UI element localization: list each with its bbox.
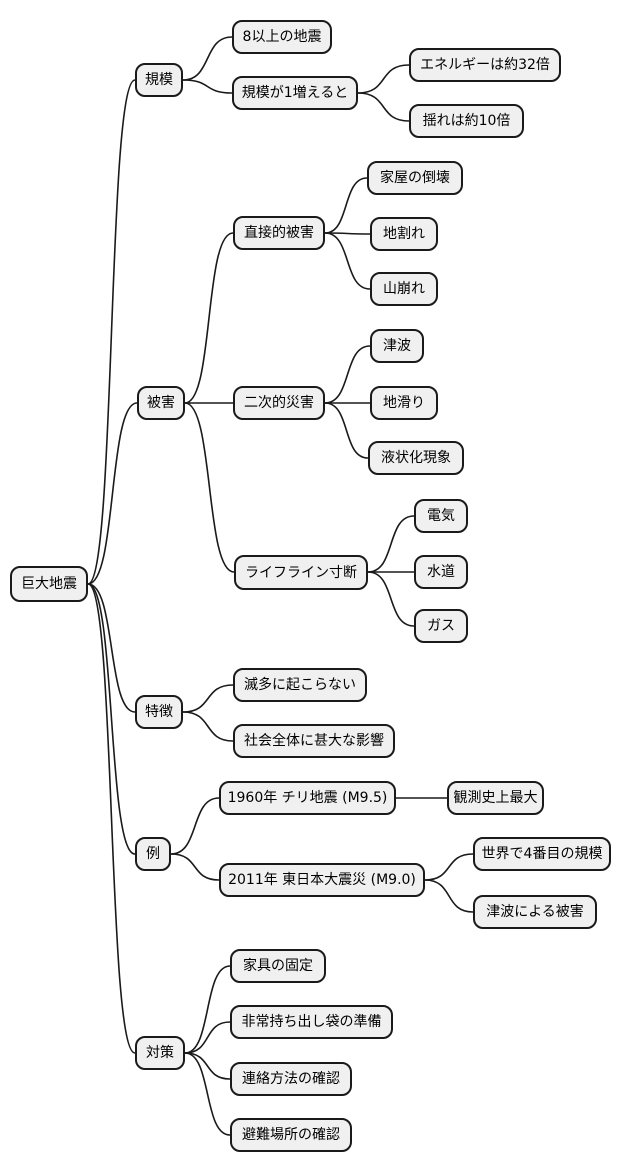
- connector-root-countermeasures: [87, 583, 136, 1054]
- connector-lifeline-gas: [367, 571, 415, 627]
- connector-lifeline-electricity: [367, 515, 415, 573]
- node-chile-1960: 1960年 チリ地震 (M9.5): [219, 781, 396, 815]
- node-water: 水道: [414, 555, 468, 589]
- connector-countermeasures-contact: [184, 1052, 231, 1080]
- node-scale: 規模: [135, 63, 183, 97]
- connector-countermeasures-furniture: [184, 965, 231, 1054]
- node-tsunami-damage: 津波による被害: [473, 895, 597, 929]
- node-secondary-disaster: 二次的災害: [233, 386, 325, 420]
- node-energy-32x: エネルギーは約32倍: [409, 48, 561, 82]
- connector-damage-lifeline: [184, 402, 235, 573]
- node-landslide: 地滑り: [370, 386, 438, 420]
- connector-scale-quake8plus: [182, 36, 233, 81]
- connector-scale-magnitude-increase: [182, 79, 233, 94]
- node-shaking-10x: 揺れは約10倍: [409, 104, 524, 138]
- node-liquefaction: 液状化現象: [368, 441, 464, 475]
- node-tsunami: 津波: [370, 329, 424, 363]
- connector-tohoku-tsunami-damage: [424, 879, 474, 913]
- connector-root-damage: [87, 402, 138, 585]
- node-furniture-fixing: 家具の固定: [230, 949, 326, 983]
- node-damage: 被害: [137, 386, 185, 420]
- connector-increase-energy: [357, 64, 410, 94]
- connector-direct-house-collapse: [324, 177, 368, 234]
- node-largest-recorded: 観測史上最大: [447, 781, 544, 815]
- node-house-collapse: 家屋の倒壊: [367, 161, 463, 195]
- node-lifeline-cutoff: ライフライン寸断: [234, 555, 368, 590]
- connector-increase-shaking: [357, 92, 410, 122]
- node-features: 特徴: [135, 695, 183, 729]
- node-gas: ガス: [414, 609, 468, 643]
- connector-secondary-liquefaction: [324, 402, 369, 459]
- node-quake-8plus: 8以上の地震: [232, 20, 332, 54]
- node-electricity: 電気: [414, 499, 468, 533]
- node-direct-damage: 直接的被害: [233, 216, 325, 250]
- node-rarely-occurs: 滅多に起こらない: [233, 668, 367, 702]
- node-contact-method: 連絡方法の確認: [230, 1062, 352, 1096]
- connector-features-society: [182, 711, 234, 742]
- node-examples: 例: [135, 837, 171, 871]
- connector-direct-mountain-collapse: [324, 232, 371, 290]
- connector-countermeasures-evacuation: [184, 1052, 231, 1136]
- connector-tohoku-4th-largest: [424, 853, 474, 881]
- node-countermeasures: 対策: [135, 1036, 185, 1070]
- node-evacuation-site: 避難場所の確認: [230, 1118, 352, 1152]
- node-tohoku-2011: 2011年 東日本大震災 (M9.0): [219, 863, 425, 897]
- node-magnitude-increase: 規模が1増えると: [232, 76, 358, 110]
- connector-countermeasures-emergency-bag: [184, 1021, 231, 1054]
- connector-damage-direct: [184, 232, 234, 404]
- connector-direct-ground-cracks: [324, 232, 371, 235]
- connector-root-examples: [87, 583, 136, 855]
- node-4th-largest: 世界で4番目の規模: [473, 837, 611, 871]
- connector-examples-tohoku2011: [170, 853, 220, 881]
- node-emergency-bag: 非常持ち出し袋の準備: [230, 1005, 393, 1039]
- connector-examples-chile1960: [170, 797, 220, 855]
- node-ground-cracks: 地割れ: [370, 217, 438, 251]
- node-society-impact: 社会全体に甚大な影響: [233, 724, 395, 758]
- connector-root-scale: [87, 79, 136, 585]
- connector-features-rare: [182, 684, 234, 713]
- connector-secondary-tsunami: [324, 345, 371, 404]
- node-root-giant-earthquake: 巨大地震: [10, 566, 88, 602]
- connector-root-features: [87, 583, 136, 713]
- node-mountain-collapse: 山崩れ: [370, 272, 438, 306]
